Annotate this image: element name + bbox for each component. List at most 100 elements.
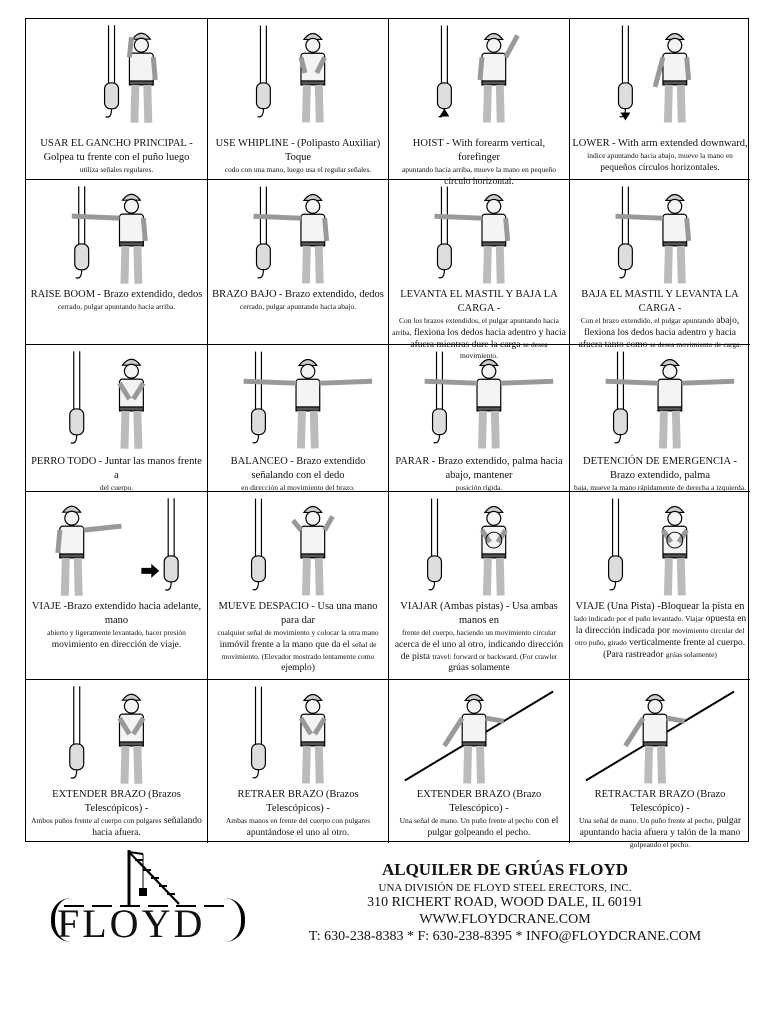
signalman-figure bbox=[55, 498, 179, 596]
signal-illustration bbox=[214, 351, 382, 451]
signal-description: (Ambas pistas) - Usa ambas manos en bbox=[439, 601, 558, 626]
signal-description: cerrado, pulgar apuntando hacia abajo. bbox=[239, 301, 357, 311]
signal-title: BRAZO BAJO bbox=[212, 289, 277, 300]
signal-illustration bbox=[576, 351, 744, 451]
signal-description: codo con una mano, luego usa el regular … bbox=[224, 164, 372, 174]
signal-caption: PARAR - Brazo extendido, palma hacia aba… bbox=[391, 455, 567, 492]
signal-title: PARAR bbox=[395, 456, 430, 467]
signal-description: baja, mueve la mano rápidamente de derec… bbox=[574, 482, 746, 492]
signal-description: frente del cuerpo, haciendo un movimient… bbox=[402, 627, 556, 637]
signalman-figure bbox=[69, 351, 146, 449]
signal-title: LOWER bbox=[572, 138, 610, 149]
signal-description: movimiento circular del otro puño, girad… bbox=[574, 625, 745, 647]
signal-title: BALANCEO bbox=[230, 456, 288, 467]
signal-description: verticalmente frente al cuerpo. (Para ra… bbox=[603, 637, 746, 660]
signal-description: del cuerpo. bbox=[99, 482, 134, 492]
signal-description: círculo horizontal. bbox=[444, 176, 514, 187]
signal-cell: LEVANTA EL MASTIL Y BAJA LA CARGA -Con l… bbox=[389, 180, 570, 360]
signal-description: (Brazo Telescópico) - bbox=[449, 789, 542, 814]
signal-description: Con el brazo extendido, el pulgar apunta… bbox=[580, 315, 714, 325]
signal-description: cualquier señal de movimiento y colocar … bbox=[217, 627, 379, 637]
signal-description: en dirección al movimiento del brazo. bbox=[241, 482, 355, 492]
signal-description: ejemplo) bbox=[281, 663, 315, 674]
signal-illustration bbox=[214, 686, 382, 786]
signal-cell: USAR EL GANCHO PRINCIPAL - Golpea tu fre… bbox=[26, 19, 208, 180]
signal-illustration bbox=[576, 25, 744, 125]
signalman-figure bbox=[436, 25, 520, 123]
signal-description: Con los brazos extendidos, el pulgar apu… bbox=[392, 315, 559, 337]
signal-caption: VIAJE -Brazo extendido hacia adelante, m… bbox=[28, 600, 205, 675]
signal-description: - bbox=[496, 302, 501, 314]
signal-description: - Usa una mano para dar bbox=[280, 601, 378, 626]
signal-cell: RETRACTAR BRAZO (Brazo Telescópico) -Una… bbox=[570, 680, 750, 849]
signal-description: se desea movimiento. bbox=[459, 339, 548, 361]
signal-cell: EXTENDER BRAZO (Brazos Telescópicos) -Am… bbox=[26, 680, 208, 843]
signalman-figure bbox=[617, 25, 692, 123]
signal-chart-grid: USAR EL GANCHO PRINCIPAL - Golpea tu fre… bbox=[25, 18, 750, 849]
signal-description: travel: forward or backward. (For crawle… bbox=[432, 651, 558, 661]
signalman-figure bbox=[434, 186, 511, 284]
signal-description: - (Polipasto Auxiliar) Toque bbox=[284, 138, 381, 163]
signal-description: - Juntar las manos frente a bbox=[98, 456, 202, 481]
signal-description: pequeños círculos horizontales. bbox=[600, 162, 720, 173]
signal-cell: LOWER - With arm extended downward,índic… bbox=[570, 19, 750, 180]
signal-caption: EXTENDER BRAZO (Brazos Telescópicos) -Am… bbox=[28, 788, 205, 839]
company-website[interactable]: WWW.FLOYDCRANE.COM bbox=[419, 912, 591, 927]
signal-description: - Brazo extendido, dedos bbox=[97, 289, 203, 300]
company-info: ALQUILER DE GRÚAS FLOYD UNA DIVISIÓN DE … bbox=[265, 860, 745, 945]
signalman-figure bbox=[615, 186, 692, 284]
signal-caption: USAR EL GANCHO PRINCIPAL - Golpea tu fre… bbox=[28, 137, 205, 175]
signal-description: índice apuntando hacia abajo, mueve la m… bbox=[587, 150, 733, 160]
signal-description: - Brazo extendido, palma hacia abajo, ma… bbox=[431, 456, 563, 481]
signalman-figure bbox=[404, 690, 554, 784]
signalman-figure bbox=[69, 686, 146, 784]
signal-description: acerca de el uno al otro, indicando dire… bbox=[394, 639, 564, 662]
signalman-figure bbox=[608, 498, 689, 596]
signal-caption: EXTENDER BRAZO (Brazo Telescópico) -Una … bbox=[391, 788, 567, 839]
signalman-figure bbox=[605, 351, 735, 449]
signal-caption: LEVANTA EL MASTIL Y BAJA LA CARGA -Con l… bbox=[391, 288, 567, 360]
signal-caption: DETENCIÓN DE EMERGENCIA - Brazo extendid… bbox=[572, 455, 748, 492]
signal-description: (Una Pista) -Bloquear la pista en bbox=[607, 601, 745, 612]
signal-illustration bbox=[395, 498, 563, 598]
signalman-figure bbox=[71, 186, 148, 284]
signal-illustration bbox=[395, 351, 563, 451]
signalman-figure bbox=[243, 351, 373, 449]
signal-description: Una señal de mano. Un puño frente al pec… bbox=[399, 815, 534, 825]
signal-description: movimiento en dirección de viaje. bbox=[51, 639, 182, 650]
signal-description: (Brazos Telescópicos) - bbox=[84, 789, 181, 814]
signalman-figure bbox=[585, 690, 735, 784]
signal-caption: RETRACTAR BRAZO (Brazo Telescópico) -Una… bbox=[572, 788, 748, 849]
signal-description: abajo, flexiona los dedos hacia adentro … bbox=[578, 315, 740, 350]
signal-description: grúas solamente bbox=[448, 663, 510, 674]
signal-description: grúas solamente) bbox=[665, 649, 717, 659]
signalman-figure bbox=[250, 498, 335, 596]
signal-illustration bbox=[32, 186, 201, 286]
signal-description: -Brazo extendido hacia adelante, mano bbox=[63, 601, 202, 626]
signal-title: VIAJE bbox=[31, 601, 62, 612]
signal-title: USE WHIPLINE bbox=[215, 138, 289, 149]
signal-description: inmóvil frente a la mano que da el bbox=[219, 639, 350, 650]
signal-illustration bbox=[395, 25, 563, 125]
signal-illustration bbox=[395, 186, 563, 286]
signal-description: apuntándose el uno al otro. bbox=[246, 827, 350, 838]
signal-cell: USE WHIPLINE - (Polipasto Auxiliar) Toqu… bbox=[208, 19, 389, 180]
signal-caption: RETRAER BRAZO (Brazos Telescópicos) -Amb… bbox=[210, 788, 386, 839]
signal-caption: VIAJAR (Ambas pistas) - Usa ambas manos … bbox=[391, 600, 567, 675]
floyd-logo: FLOYD bbox=[39, 848, 245, 948]
signalman-figure bbox=[250, 686, 327, 784]
signal-description: señalando hacia afuera. bbox=[92, 815, 202, 838]
signalman-figure bbox=[253, 186, 330, 284]
signal-illustration bbox=[214, 25, 382, 125]
signalman-figure bbox=[103, 25, 158, 123]
signal-title: MUEVE DESPACIO bbox=[218, 601, 309, 612]
signal-illustration bbox=[576, 498, 744, 598]
signal-illustration bbox=[576, 186, 744, 286]
signal-cell: DETENCIÓN DE EMERGENCIA - Brazo extendid… bbox=[570, 345, 750, 492]
